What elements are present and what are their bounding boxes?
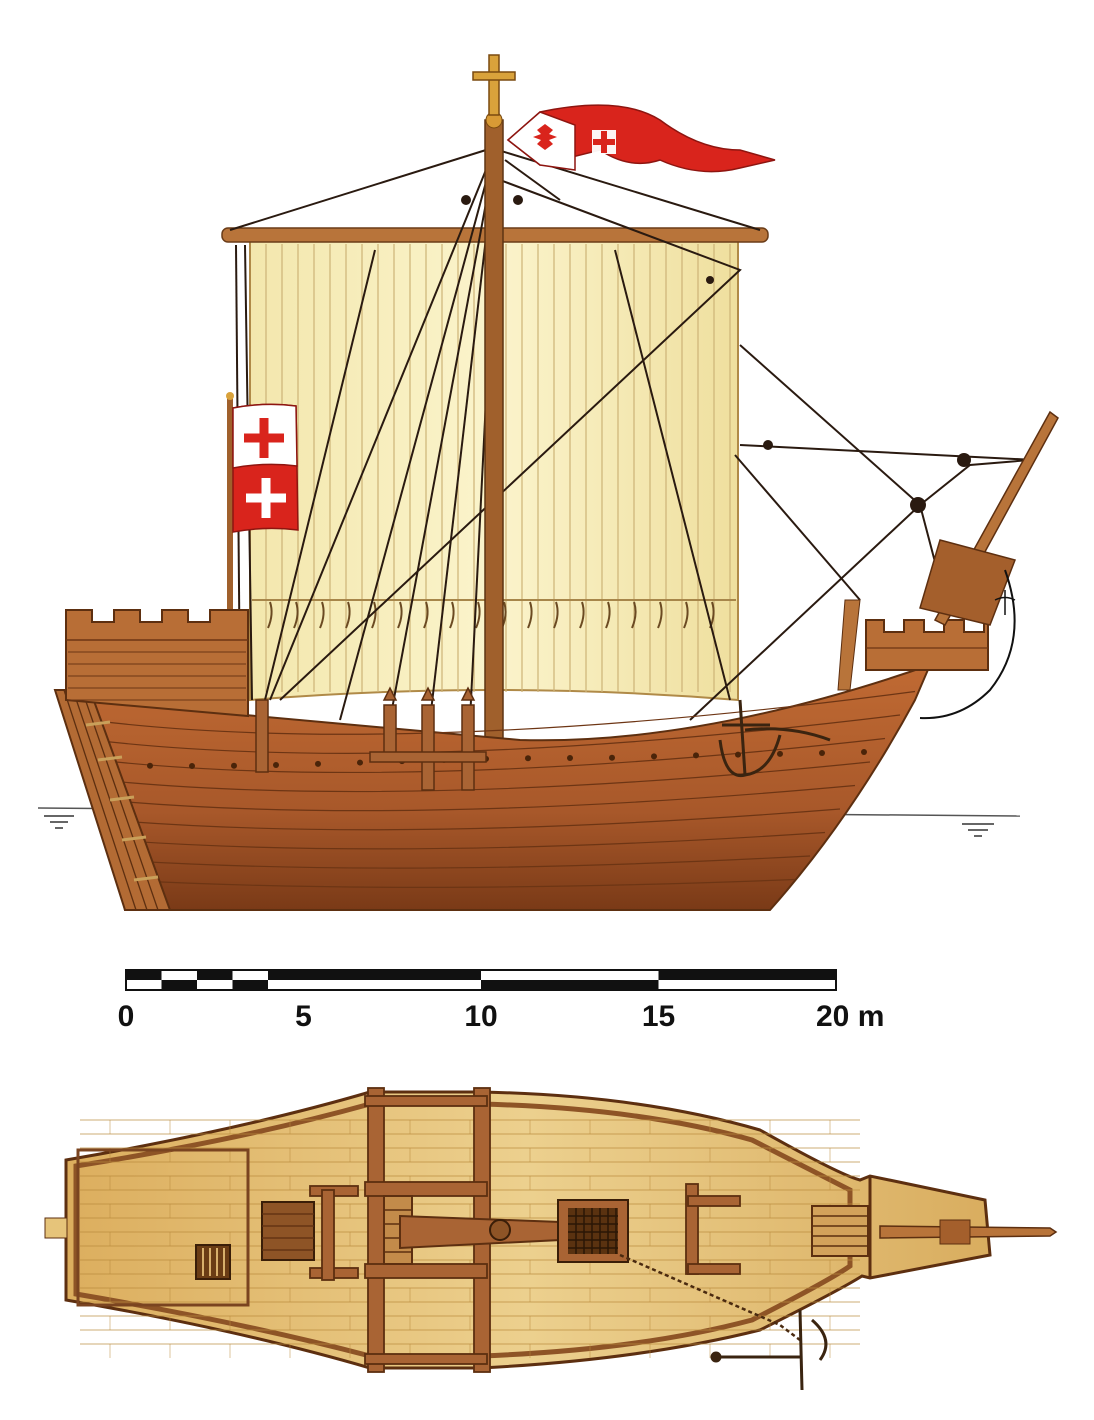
scale-label: 20 m <box>816 1000 885 1033</box>
scale-segment <box>268 970 304 980</box>
mast <box>484 119 504 751</box>
side-elevation <box>37 54 1059 911</box>
rudder-pintles <box>85 720 159 882</box>
scale-segment <box>232 980 268 990</box>
plan-anchor-icon <box>710 1309 828 1391</box>
stern-deck <box>76 1148 250 1307</box>
cross-icon <box>472 54 516 116</box>
deck-beams <box>309 1087 491 1373</box>
plan-view <box>44 1087 1058 1391</box>
bowsprit-block <box>919 539 1016 626</box>
scale-bar <box>125 969 837 991</box>
grapnel-icon <box>994 590 1016 615</box>
bow-ladder <box>811 1205 869 1257</box>
companionway-hatch <box>261 1201 315 1261</box>
scale-label: 10 <box>464 1000 498 1033</box>
waterline-mark-right <box>962 823 994 837</box>
belaying-posts <box>255 686 487 791</box>
rudder-head <box>44 1217 68 1239</box>
fore-bitts <box>685 1183 741 1275</box>
waterline-mark-left <box>44 815 74 829</box>
scale-label: 0 <box>117 1000 135 1033</box>
scale-segment <box>161 980 197 990</box>
bow-castle <box>865 619 989 671</box>
maltese-cross-pennant <box>506 104 776 173</box>
scale-segment <box>197 970 233 980</box>
scale-label: 5 <box>295 1000 312 1033</box>
scale-segment <box>658 970 836 980</box>
scale-label: 15 <box>641 1000 676 1033</box>
mast-step <box>489 1219 511 1241</box>
banner-pole <box>227 395 233 620</box>
scale-segment <box>126 970 162 980</box>
main-hatch <box>557 1199 629 1263</box>
anchor-icon <box>718 699 831 778</box>
stern-castle <box>65 609 249 718</box>
maltese-cross-banner <box>232 403 299 533</box>
stern-hatch <box>195 1244 231 1280</box>
rigging-blocks <box>461 195 971 513</box>
scale-segment <box>303 970 481 980</box>
scale-segment <box>481 980 659 990</box>
